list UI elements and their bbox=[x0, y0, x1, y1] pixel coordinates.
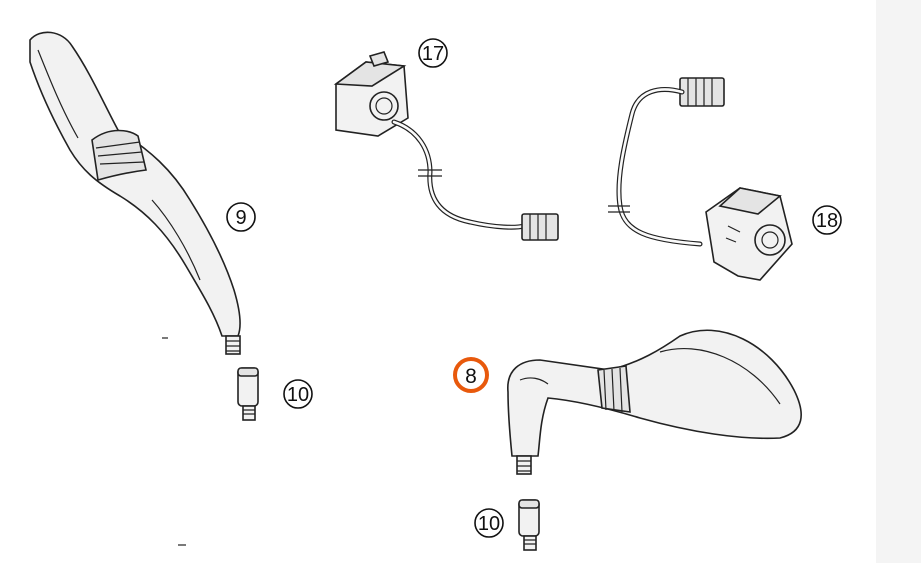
callout-8-highlighted[interactable]: 8 bbox=[453, 357, 489, 393]
callout-10-left-label: 10 bbox=[287, 384, 309, 406]
callout-18[interactable]: 18 bbox=[812, 205, 842, 235]
callout-8-label: 8 bbox=[465, 365, 477, 388]
left-mirror-part[interactable] bbox=[29, 31, 241, 355]
callout-9-label: 9 bbox=[235, 207, 246, 229]
diagram-canvas bbox=[0, 0, 876, 563]
right-adapter-part[interactable] bbox=[518, 499, 540, 551]
side-strip bbox=[876, 0, 921, 563]
callout-9[interactable]: 9 bbox=[226, 202, 256, 232]
callout-17[interactable]: 17 bbox=[418, 38, 448, 68]
diagram-svg: 9 10 17 18 8 10 bbox=[29, 31, 842, 551]
callout-10-left[interactable]: 10 bbox=[283, 379, 313, 409]
right-switch-part[interactable] bbox=[608, 77, 793, 281]
callout-17-label: 17 bbox=[422, 43, 444, 65]
left-switch-part[interactable] bbox=[333, 51, 559, 241]
callout-18-label: 18 bbox=[816, 210, 838, 232]
callout-10-right[interactable]: 10 bbox=[474, 508, 504, 538]
callout-10-right-label: 10 bbox=[478, 513, 500, 535]
left-adapter-part[interactable] bbox=[237, 367, 259, 421]
right-mirror-part[interactable] bbox=[507, 329, 802, 475]
highlight-ring bbox=[453, 357, 489, 393]
